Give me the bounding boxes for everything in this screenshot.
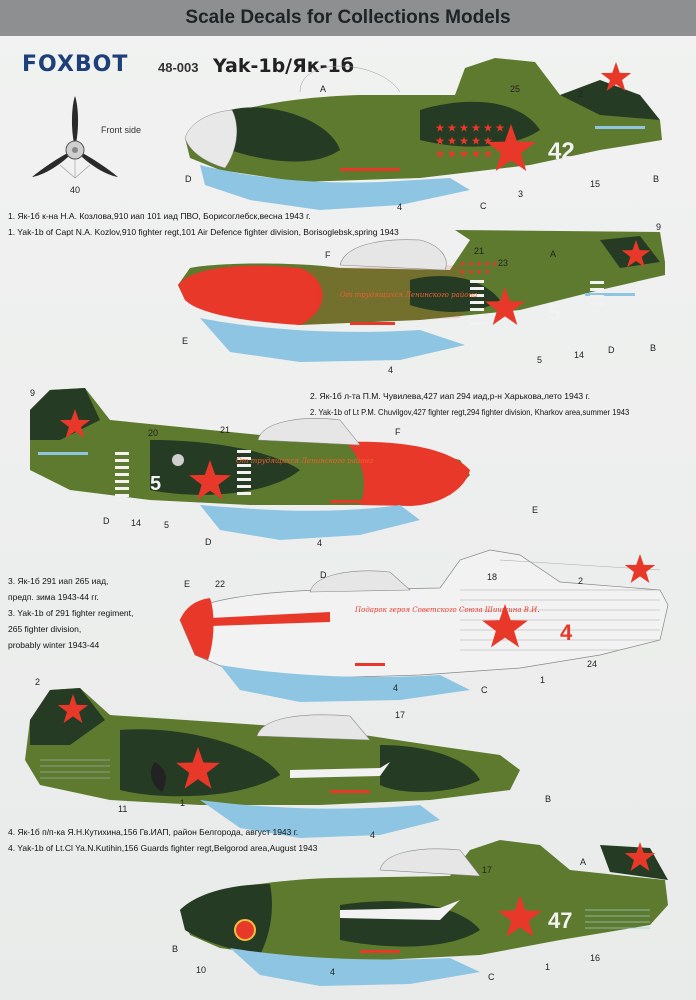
svg-text:1: 1	[540, 675, 545, 685]
svg-text:14: 14	[574, 350, 584, 360]
svg-text:B: B	[545, 794, 551, 804]
svg-text:5: 5	[164, 520, 169, 530]
svg-text:10: 10	[196, 965, 206, 975]
caption-4-ru: 4. Як-1б п/п-ка Я.Н.Кутихина,156 Гв.ИАП,…	[8, 827, 299, 837]
svg-text:4: 4	[393, 683, 398, 693]
svg-text:23: 23	[498, 258, 508, 268]
svg-text:16: 16	[590, 953, 600, 963]
svg-text:9: 9	[30, 388, 35, 398]
tail-number-1: 42	[548, 138, 575, 165]
tail-number-6: 47	[548, 908, 572, 933]
svg-text:2: 2	[578, 576, 583, 586]
svg-text:11: 11	[118, 804, 127, 814]
svg-text:4: 4	[397, 202, 402, 212]
svg-text:F: F	[325, 250, 331, 260]
svg-text:21: 21	[220, 425, 230, 435]
svg-text:15: 15	[590, 179, 600, 189]
svg-text:20: 20	[148, 428, 158, 438]
svg-text:25: 25	[510, 84, 520, 94]
tail-number-3: 5	[150, 473, 161, 495]
caption-1-en: 1. Yak-1b of Capt N.A. Kozlov,910 fighte…	[8, 227, 399, 237]
svg-text:C: C	[480, 201, 487, 211]
banner-title: Scale Decals for Collections Models	[185, 7, 511, 28]
caption-2-en: 2. Yak-1b of Lt P.M. Chuvilgov,427 fight…	[310, 407, 630, 417]
svg-text:2: 2	[35, 677, 40, 687]
svg-text:17: 17	[395, 710, 405, 720]
product-title: Yak-1b/Як-1б	[213, 55, 355, 77]
svg-text:A: A	[550, 249, 556, 259]
caption-4-en: 4. Yak-1b of Lt.Cl Ya.N.Kutihin,156 Guar…	[8, 843, 318, 853]
product-code: 48-003	[158, 60, 199, 75]
svg-text:E: E	[182, 336, 188, 346]
nose-inscription-4: Подарок героя Советского Союза Шишкина В…	[354, 606, 539, 614]
svg-text:A: A	[320, 84, 326, 94]
svg-text:D: D	[205, 537, 212, 547]
caption-3-en-line1: 3. Yak-1b of 291 fighter regiment,	[8, 608, 134, 618]
svg-text:17: 17	[482, 865, 492, 875]
svg-text:3: 3	[518, 189, 523, 199]
svg-text:D: D	[185, 174, 192, 184]
svg-text:F: F	[395, 427, 401, 437]
svg-text:4: 4	[370, 830, 375, 840]
caption-3-en-line2: 265 fighter division,	[8, 624, 82, 634]
propeller-number: 40	[70, 185, 80, 195]
svg-text:A: A	[580, 857, 586, 867]
aircraft-3: 5 От трудящихся Ленинского района 9 20 21 F…	[30, 388, 538, 548]
svg-text:E: E	[532, 505, 538, 515]
svg-text:E: E	[184, 579, 190, 589]
propeller-icon: 40	[32, 96, 118, 195]
svg-text:4: 4	[330, 967, 335, 977]
svg-text:B: B	[172, 944, 178, 954]
svg-text:14: 14	[131, 518, 141, 528]
caption-1-ru: 1. Як-1б к-на Н.А. Козлова,910 иап 101 и…	[8, 211, 311, 221]
svg-text:D: D	[320, 570, 327, 580]
svg-text:1: 1	[180, 798, 185, 808]
svg-text:B: B	[653, 174, 659, 184]
nose-inscription-2: От трудящихся Ленинского района	[340, 291, 477, 299]
svg-text:4: 4	[317, 538, 322, 548]
svg-text:2: 2	[578, 89, 583, 99]
tail-number-4: 4	[560, 620, 573, 645]
svg-text:24: 24	[587, 659, 597, 669]
svg-text:9: 9	[656, 222, 661, 232]
svg-text:B: B	[650, 343, 656, 353]
aircraft-2: 5 От трудящихся Ленинского района 9F 21 23…	[178, 222, 665, 375]
svg-text:4: 4	[388, 365, 393, 375]
caption-3-ru-line2: предп. зима 1943-44 гг.	[8, 592, 99, 602]
aircraft-4: 4 Подарок героя Советского Союза Шишкина…	[179, 549, 669, 702]
svg-text:D: D	[103, 516, 110, 526]
penguin-emblem-icon	[150, 762, 166, 792]
svg-text:5: 5	[537, 355, 542, 365]
svg-text:C: C	[488, 972, 495, 982]
caption-3-en-line3: probably winter 1943-44	[8, 640, 100, 650]
svg-text:D: D	[608, 345, 615, 355]
svg-text:21: 21	[474, 246, 484, 256]
aircraft-1: 42 A 25 2 D 3 15 B 4 C	[184, 58, 662, 212]
brand-logo: FOXBOT	[22, 52, 129, 77]
caption-2-ru: 2. Як-1б л-та П.М. Чувилева,427 иап 294 …	[310, 391, 590, 401]
tail-number-2: 5	[548, 300, 560, 325]
nose-inscription-3: От трудящихся Ленинского района	[236, 457, 373, 465]
header-banner: Scale Decals for Collections Models	[0, 0, 696, 36]
svg-text:22: 22	[215, 579, 225, 589]
caption-3-ru-line1: 3. Як-1б 291 иап 265 иад,	[8, 576, 109, 586]
svg-text:C: C	[481, 685, 488, 695]
propeller-label: Front side	[101, 125, 142, 135]
eagle-emblem-icon	[172, 454, 184, 466]
svg-text:1: 1	[545, 962, 550, 972]
svg-text:18: 18	[487, 572, 497, 582]
guards-badge-icon	[234, 919, 256, 941]
